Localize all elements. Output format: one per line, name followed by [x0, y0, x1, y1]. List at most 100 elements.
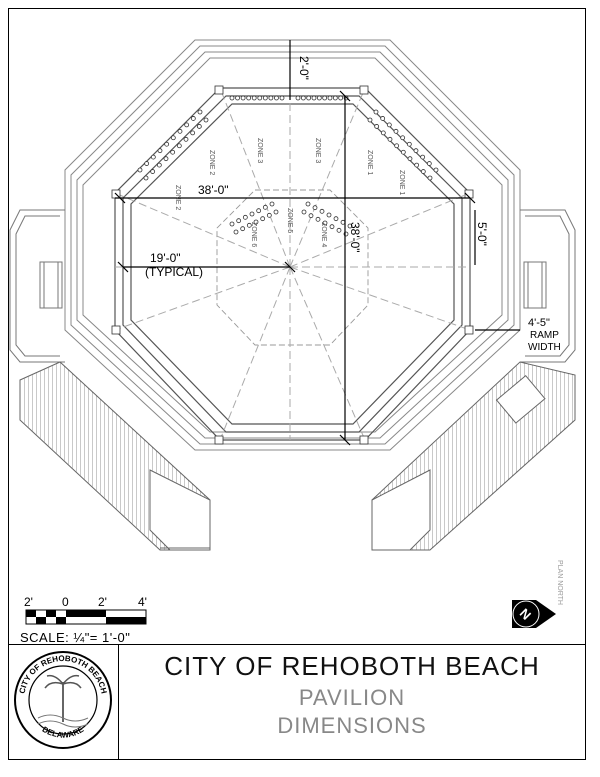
zone-label: ZONE 5 [286, 208, 293, 233]
seat [420, 169, 426, 174]
zone-label: ZONE 3 [314, 138, 321, 163]
seat [311, 95, 317, 101]
seat [163, 156, 169, 162]
seat [427, 175, 433, 181]
seat [400, 149, 406, 155]
dim-ramp-label-2: WIDTH [528, 342, 561, 353]
zone-label: ZONE 2 [208, 150, 215, 175]
dim-radius-note: (TYPICAL) [145, 265, 203, 279]
seat [413, 148, 419, 154]
seat [386, 122, 392, 128]
seat [246, 95, 252, 101]
seat [319, 208, 325, 214]
seat [196, 124, 202, 129]
seat [300, 95, 306, 101]
zone-labels: ZONE 1 ZONE 2 ZONE 3 ZONE 3 ZONE 1 ZONE … [174, 138, 405, 247]
seat [164, 141, 170, 147]
bottom-ramps [19, 361, 576, 551]
seat [229, 95, 235, 101]
seat [236, 218, 242, 224]
radial-lines [114, 87, 471, 441]
title-line-1: PAVILION [298, 685, 406, 710]
seat [269, 201, 275, 207]
seat [137, 167, 143, 173]
seat [380, 130, 386, 136]
seat [327, 95, 333, 101]
dim-width: 38'-0" [198, 183, 229, 197]
title-block: CITY OF REHOBOTH BEACH PAVILION DIMENSIO… [8, 644, 586, 760]
seating [137, 95, 439, 237]
seat [414, 162, 420, 168]
seat [308, 213, 314, 219]
plan-north-label: PLAN NORTH [556, 560, 563, 605]
seat [197, 109, 203, 115]
dim-ramp-label-1: RAMP [530, 330, 559, 341]
seat [312, 205, 318, 211]
dim-side: 5'-0" [475, 222, 489, 246]
seat [203, 117, 209, 123]
seat [333, 216, 339, 222]
seat [380, 116, 386, 121]
seat [251, 95, 257, 101]
seat [393, 128, 399, 134]
seat [274, 95, 279, 101]
outer-deck [64, 39, 521, 451]
drawing-frame [8, 8, 586, 760]
seat [262, 204, 268, 210]
seat [374, 124, 380, 129]
zone-label: ZONE 4 [320, 222, 327, 247]
seat [190, 130, 196, 136]
seat [322, 220, 328, 226]
seat [394, 143, 400, 149]
seat [229, 221, 235, 227]
zone-label: ZONE 1 [366, 150, 373, 175]
zone-label: ZONE 6 [250, 222, 257, 247]
seat [235, 95, 240, 101]
zone-label: ZONE 1 [398, 170, 405, 195]
seat [176, 143, 182, 149]
seat [373, 109, 379, 115]
seat [268, 95, 274, 101]
seat [246, 222, 252, 228]
seat [316, 95, 322, 101]
seat [150, 169, 156, 174]
seal-cell [8, 645, 119, 760]
dim-length: 38'-0" [348, 222, 362, 253]
seat [144, 161, 150, 166]
seat [433, 167, 439, 173]
seat [177, 128, 183, 134]
seat [257, 95, 263, 101]
seat [400, 135, 406, 141]
seat [407, 156, 413, 162]
seat [240, 95, 246, 101]
dim-radius: 19'-0" [150, 251, 181, 265]
seat [326, 212, 332, 218]
seat [240, 226, 246, 232]
seat [150, 154, 156, 160]
seat [420, 154, 426, 160]
seat [347, 223, 353, 229]
seat [406, 141, 412, 147]
scale-tick: 0 [62, 595, 69, 609]
scale-tick: 2' [98, 595, 107, 609]
seat [426, 161, 432, 166]
seat [332, 95, 338, 101]
seat [338, 95, 344, 101]
scale-label: SCALE: ¼"= 1'-0" [20, 630, 131, 645]
seat [279, 95, 285, 101]
seat [367, 117, 373, 123]
north-arrow: N [512, 600, 556, 628]
seat [305, 201, 311, 207]
seat [170, 135, 176, 141]
seat [190, 116, 196, 121]
inner-octagon [216, 189, 369, 346]
seat [170, 149, 176, 155]
seat [249, 211, 255, 217]
zone-label: ZONE 2 [174, 185, 181, 210]
seat [315, 216, 321, 222]
seat [242, 214, 248, 220]
seat [156, 162, 162, 168]
seat [157, 148, 163, 154]
side-decks [9, 209, 576, 363]
